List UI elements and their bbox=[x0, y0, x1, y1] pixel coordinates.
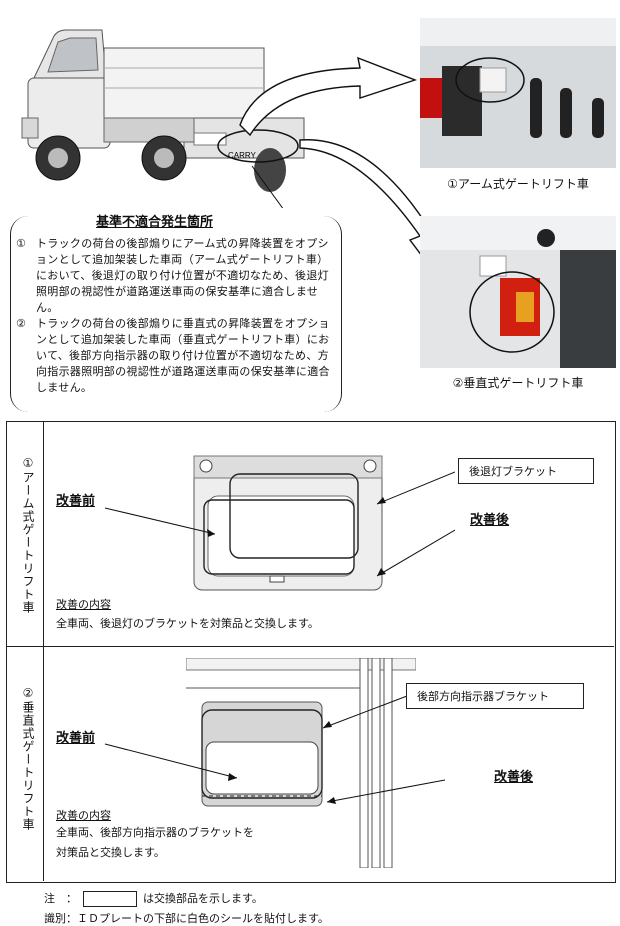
photo-arm-gate bbox=[420, 18, 616, 168]
table-row-divider bbox=[6, 646, 614, 647]
legend-note-suffix: は交換部品を示します。 bbox=[143, 892, 263, 905]
notice-item: ① トラックの荷台の後部煽りにアーム式の昇降装置をオプションとして追加架装した車… bbox=[16, 236, 334, 316]
legend-swatch bbox=[83, 891, 137, 907]
label-before-1: 改善前 bbox=[56, 494, 96, 509]
diagram-arm-bracket bbox=[193, 455, 383, 591]
legend-note: 注 ： は交換部品を示します。 bbox=[44, 890, 263, 907]
content-title-1: 改善の内容 bbox=[56, 598, 111, 611]
content-text-2a: 全車両、後部方向指示器のブラケットを bbox=[56, 826, 254, 839]
section-heading: 基準不適合発生箇所 bbox=[96, 215, 214, 230]
content-text-1: 全車両、後退灯のブラケットを対策品と交換します。 bbox=[56, 617, 319, 630]
photo-vertical-caption: ②垂直式ゲートリフト車 bbox=[452, 376, 584, 390]
leader-lines-row2 bbox=[104, 695, 446, 804]
truck-illustration: CARRY bbox=[21, 29, 305, 208]
callout-turn-signal-bracket: 後部方向指示器ブラケット bbox=[406, 683, 584, 709]
row-label-vertical: ②垂直式ゲートリフト車 bbox=[21, 686, 35, 831]
identification-note: 識別：ＩＤプレートの下部に白色のシールを貼付します。 bbox=[44, 912, 329, 925]
row-label-arm: ①アーム式ゲートリフト車 bbox=[21, 456, 35, 614]
notice-item: ② トラックの荷台の後部煽りに垂直式の昇降装置をオプションとして追加架装した車両… bbox=[16, 316, 334, 396]
table-column-divider bbox=[43, 421, 44, 881]
brand-text: CARRY bbox=[228, 151, 257, 160]
label-before-2: 改善前 bbox=[56, 731, 96, 746]
callout-backup-bracket: 後退灯ブラケット bbox=[458, 458, 594, 484]
notice-item-text: トラックの荷台の後部煽りに垂直式の昇降装置をオプションとして追加架装した車両（垂… bbox=[36, 317, 330, 394]
notice-item-number: ② bbox=[16, 317, 26, 330]
notice-item-text: トラックの荷台の後部煽りにアーム式の昇降装置をオプションとして追加架装した車両（… bbox=[36, 237, 329, 314]
content-text-2b: 対策品と交換します。 bbox=[56, 846, 165, 859]
content-title-2: 改善の内容 bbox=[56, 809, 111, 822]
label-after-2: 改善後 bbox=[494, 770, 534, 785]
diagram-vertical-bracket bbox=[186, 658, 416, 868]
notice-item-number: ① bbox=[16, 237, 26, 250]
legend-note-prefix: 注 ： bbox=[44, 892, 77, 905]
photo-arm-caption: ①アーム式ゲートリフト車 bbox=[447, 177, 589, 191]
notice-list: ① トラックの荷台の後部煽りにアーム式の昇降装置をオプションとして追加架装した車… bbox=[16, 236, 334, 396]
remedy-table bbox=[6, 421, 616, 883]
photo-vertical-gate bbox=[420, 216, 616, 368]
notice-bracket bbox=[10, 216, 342, 412]
leader-lines-row1 bbox=[104, 471, 455, 577]
label-after-1: 改善後 bbox=[470, 513, 510, 528]
